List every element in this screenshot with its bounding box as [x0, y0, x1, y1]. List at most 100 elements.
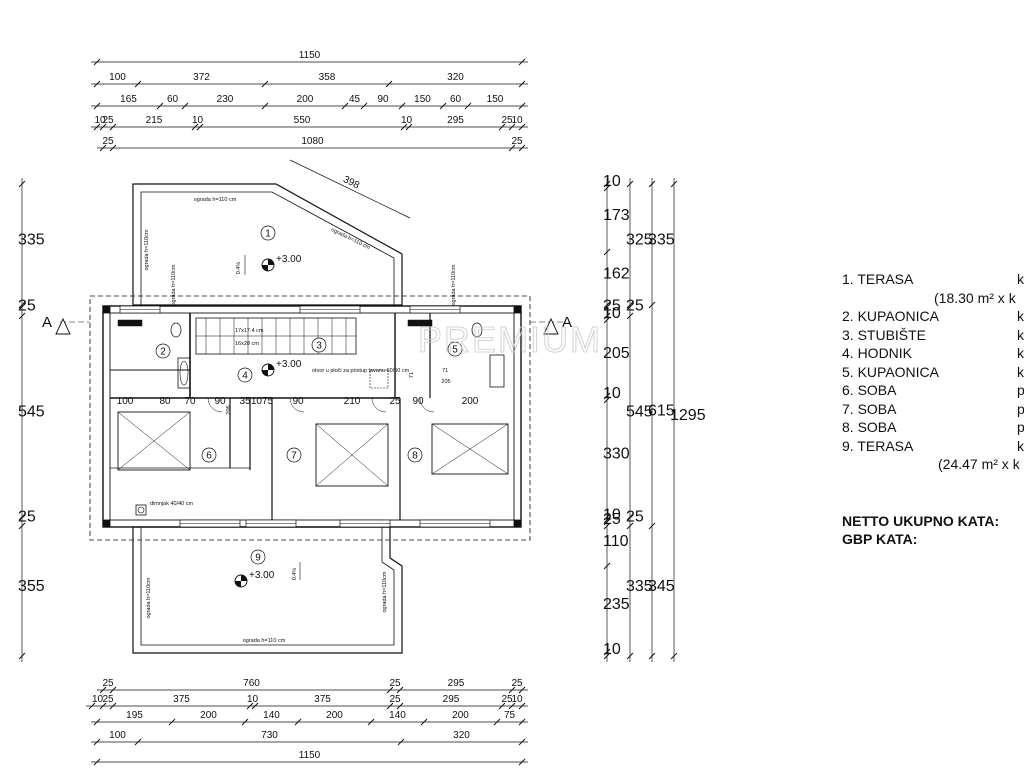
dimension-tick: [99, 144, 107, 152]
stair-spec-label: 16x28 cm: [235, 341, 259, 347]
legend-type: k: [1017, 345, 1024, 361]
dimension-label: 550: [294, 115, 311, 126]
legend-room: 9. TERASA: [842, 437, 914, 454]
dimension-label: 10: [511, 694, 523, 705]
dimension-tick: [18, 522, 26, 530]
dimension-tick: [603, 396, 611, 404]
column: [513, 519, 522, 528]
dimension-tick: [493, 718, 501, 726]
room-number-label: 5: [452, 345, 458, 356]
dimension-label: 25: [626, 298, 644, 315]
dimension-label: 355: [18, 578, 45, 595]
dimension-label: 730: [261, 730, 278, 741]
dimension-label: 335: [626, 578, 653, 595]
dimension-label: 25: [102, 694, 114, 705]
dimension-tick: [518, 702, 526, 710]
dimension-tick: [603, 312, 611, 320]
bed-diagonal: [117, 411, 191, 471]
attic-opening-label: otvor u ploči za pristup tavanu 60/60 cm: [312, 368, 410, 374]
dimension-tick: [603, 522, 611, 530]
room-number-label: 7: [291, 451, 297, 462]
legend-room: 2. KUPAONICA: [842, 308, 939, 324]
dimension-tick: [670, 180, 678, 188]
toilet: [170, 322, 182, 338]
roof-outline: [89, 295, 531, 541]
dimension-tick: [439, 102, 447, 110]
legend-type: k: [1017, 326, 1024, 343]
dimension-label: 760: [243, 678, 260, 689]
bed: [117, 411, 191, 471]
dimension-label: 25: [603, 511, 621, 528]
dimension-label: 1295: [670, 407, 706, 424]
dimension-label: 100: [109, 730, 126, 741]
bathtub: [177, 357, 191, 389]
dimension-tick: [603, 562, 611, 570]
dimension-label: 150: [487, 94, 504, 105]
dimension-tick: [241, 718, 249, 726]
dimension-label: 25: [511, 678, 523, 689]
shower: [489, 354, 505, 388]
dimension-tick: [93, 58, 101, 66]
dimension-tick: [18, 180, 26, 188]
dimension-tick: [508, 686, 516, 694]
dimension-tick: [603, 301, 611, 309]
dimension-label: 60: [167, 94, 179, 105]
dimension-label: 200: [297, 94, 314, 105]
dimension-tick: [360, 102, 368, 110]
dimension-label: 200: [326, 710, 343, 721]
dimension-tick: [294, 718, 302, 726]
dimension-tick: [626, 180, 634, 188]
attic-hatch: [369, 369, 389, 389]
railing-note: ograda h=110cm: [171, 264, 177, 305]
dimension-label: 335: [648, 232, 675, 249]
bed-diagonal: [315, 423, 389, 487]
dimension-tick: [109, 144, 117, 152]
legend-row: (18.30 m² x k: [842, 289, 1024, 308]
room-number-label: 9: [255, 553, 261, 564]
dimension-label: 325: [626, 232, 653, 249]
dimension-tick: [251, 702, 259, 710]
dimension-label: 25: [389, 694, 401, 705]
dimension-tick: [518, 738, 526, 746]
dimension-tick: [518, 102, 526, 110]
chimney-flue: [137, 506, 145, 514]
dimension-label: 25: [389, 678, 401, 689]
dimension-tick: [93, 80, 101, 88]
dimension-label: 200: [452, 710, 469, 721]
dimension-label: 25: [603, 298, 621, 315]
dimension-tick: [603, 392, 611, 400]
legend-type: k: [1017, 363, 1024, 380]
dimension-tick: [341, 102, 349, 110]
dimension-label: 320: [447, 72, 464, 83]
dimension-tick: [168, 718, 176, 726]
room-number-circle: [286, 447, 302, 463]
dimension-label: 25: [18, 509, 36, 526]
dimension-label: 320: [453, 730, 470, 741]
dimension-tick: [498, 702, 506, 710]
dimension-tick: [603, 316, 611, 324]
bed-diagonal: [431, 423, 509, 475]
dimension-tick: [626, 652, 634, 660]
slope-label: 0.4%: [292, 568, 298, 581]
railing-note: ograda h=110cm: [144, 229, 150, 270]
window-dimension-label: 80: [159, 396, 171, 407]
dimension-label: 25: [102, 115, 114, 126]
legend-type: p: [1017, 400, 1024, 417]
netto-total-label: NETTO UKUPNO KATA:: [842, 513, 1000, 529]
legend-type: p: [1017, 419, 1024, 435]
dimension-tick: [603, 248, 611, 256]
column: [102, 305, 111, 314]
dimension-tick: [626, 513, 634, 521]
stair-spec-label: 17x17.4 cm: [235, 328, 264, 334]
dimension-label: 165: [120, 94, 137, 105]
legend-note: (24.47 m² x k: [938, 456, 1020, 472]
diagonal-dimension-line: [289, 159, 411, 219]
window-dimension-label: 25: [389, 396, 401, 407]
column: [102, 519, 111, 528]
door-width-label: 71: [442, 368, 448, 374]
dimension-tick: [386, 702, 394, 710]
room-number-circle: [237, 367, 253, 383]
